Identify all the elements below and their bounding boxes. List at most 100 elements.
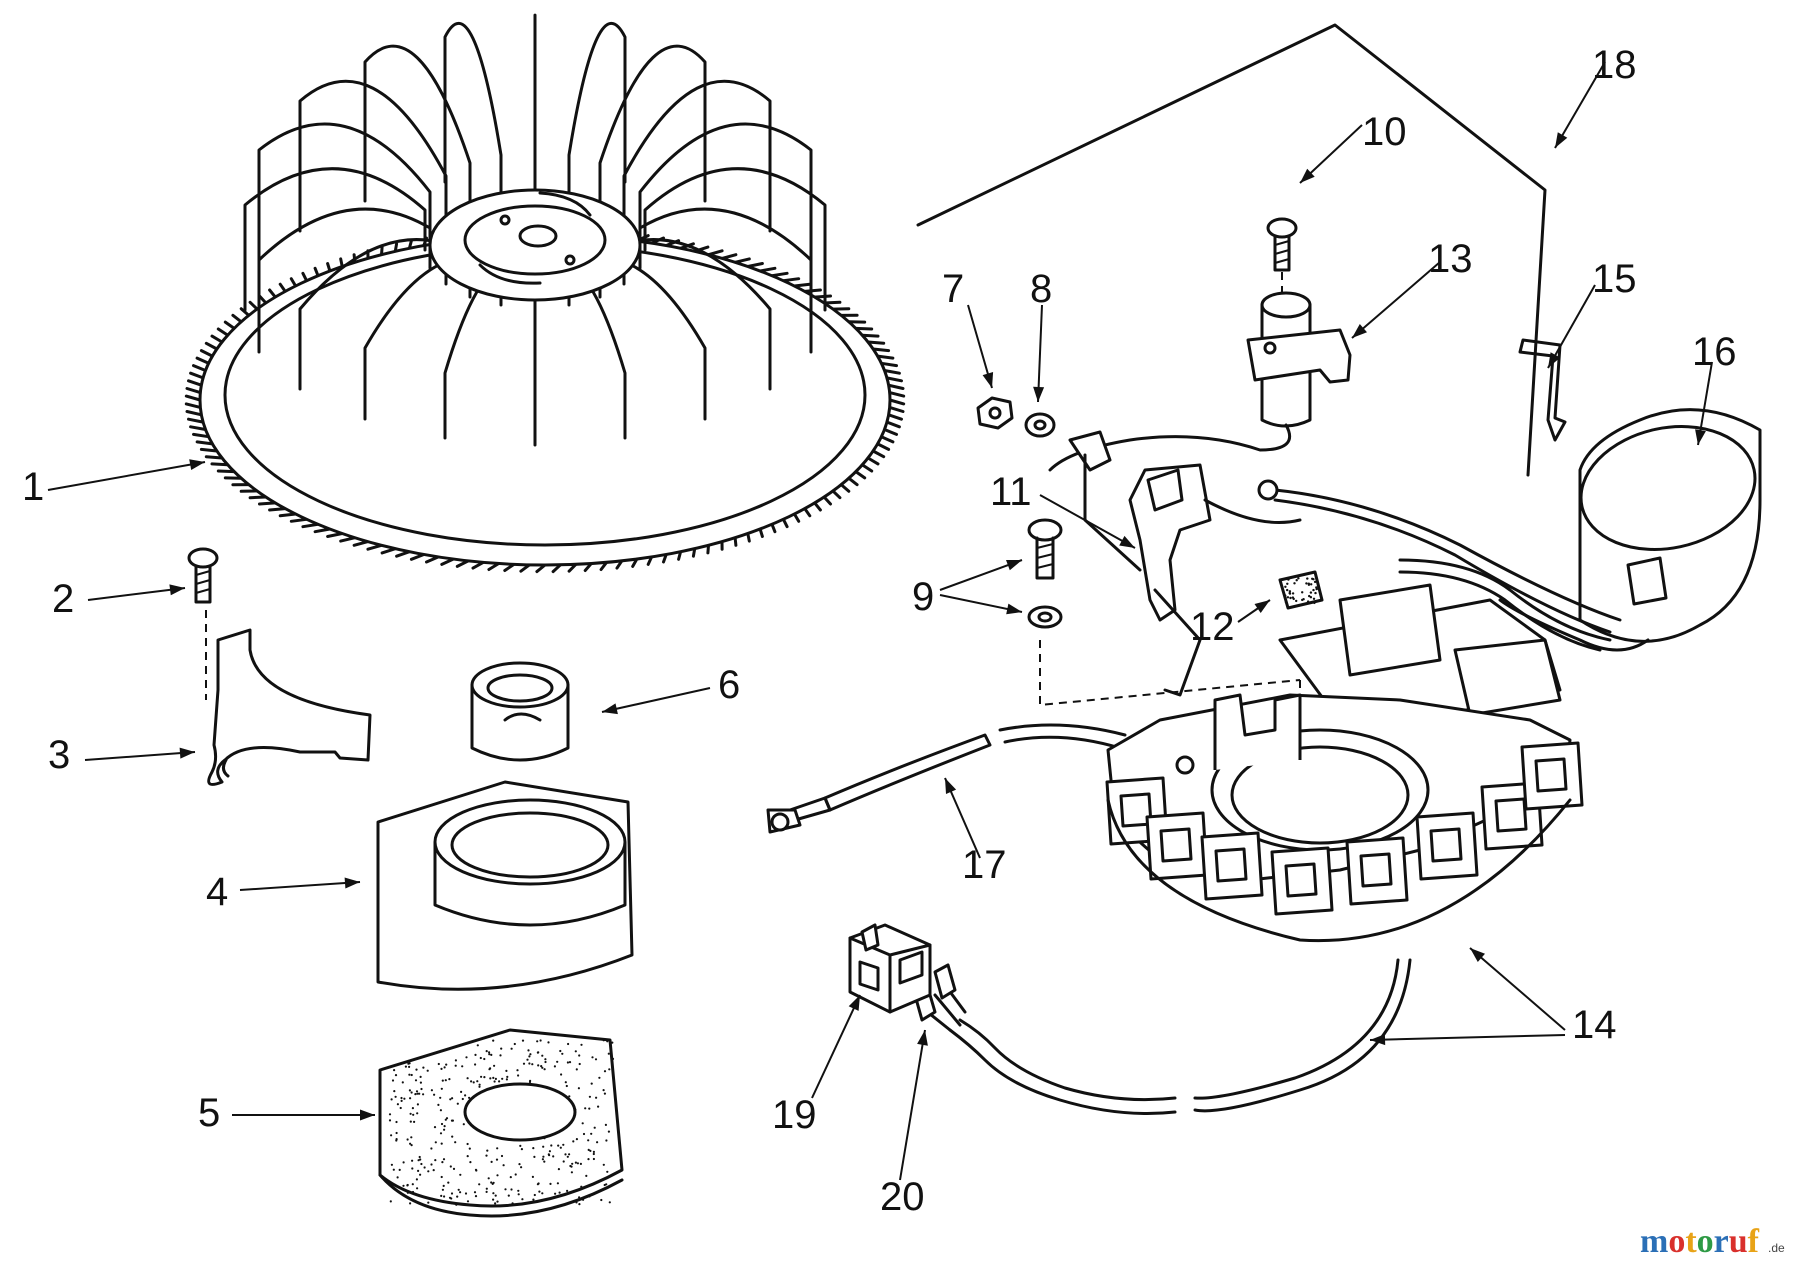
leader-arrowhead [848, 995, 860, 1011]
stipple-dot [550, 1144, 553, 1147]
stipple-dot [603, 1070, 607, 1073]
label-16: 16 [1692, 330, 1737, 374]
stipple-dot [590, 1082, 593, 1085]
stipple-dot [409, 1120, 412, 1123]
stipple-dot [464, 1094, 467, 1097]
screw-part-2 [187, 547, 219, 604]
stipple-dot [585, 1174, 588, 1177]
stipple-dot [419, 1158, 422, 1161]
stipple-dot [611, 1057, 615, 1060]
stipple-dot [439, 1096, 442, 1099]
stipple-dot [462, 1123, 465, 1126]
stipple-dot [582, 1198, 585, 1201]
stipple-dot [564, 1153, 567, 1156]
stipple-dot [488, 1068, 491, 1071]
stipple-dot [528, 1080, 532, 1084]
stipple-dot [565, 1084, 568, 1088]
stipple-dot [455, 1203, 458, 1206]
stipple-dot [520, 1166, 523, 1169]
stipple-dot [434, 1141, 437, 1144]
label-19: 19 [772, 1093, 817, 1137]
stipple-dot [465, 1056, 468, 1059]
stipple-dot [407, 1062, 410, 1065]
stipple-dot [432, 1169, 435, 1172]
leader-arrowhead [360, 1109, 375, 1121]
stipple-dot [492, 1076, 495, 1079]
ground-wire-part-17 [766, 723, 1127, 834]
stipple-dot [474, 1053, 477, 1056]
label-17: 17 [962, 843, 1007, 887]
stipple-dot [408, 1065, 411, 1068]
stipple-dot [431, 1197, 434, 1201]
stipple-dot [450, 1202, 453, 1205]
label-18: 18 [1592, 43, 1637, 87]
stipple-dot [474, 1168, 478, 1171]
leader-arrowhead [1470, 948, 1485, 962]
stipple-dot [575, 1138, 579, 1141]
screw-part-10 [1266, 217, 1298, 272]
fan-blade [638, 122, 813, 270]
stipple-dot [490, 1160, 493, 1163]
stipple-dot [420, 1162, 423, 1166]
stipple-dot [554, 1192, 557, 1195]
stipple-dot [542, 1145, 545, 1148]
label-4: 4 [206, 870, 228, 914]
stipple-dot [423, 1166, 426, 1169]
stipple-dot [474, 1195, 478, 1198]
stipple-dot [606, 1170, 609, 1173]
stipple-dot [390, 1163, 393, 1166]
stipple-dot [395, 1139, 398, 1142]
stipple-dot [409, 1202, 412, 1205]
stipple-dot [454, 1064, 457, 1067]
fan-blade [257, 122, 432, 270]
stipple-dot [562, 1143, 565, 1146]
part-labels: 1 2 3 4 5 6 7 8 9 10 11 12 13 14 15 16 1… [22, 43, 1737, 1219]
connector-part-19 [848, 923, 932, 1014]
stipple-dot [1297, 577, 1300, 580]
stipple-dot [1313, 580, 1317, 584]
stipple-dot [567, 1042, 570, 1046]
stipple-dot [473, 1191, 477, 1194]
label-10: 10 [1362, 110, 1407, 154]
leader-arrowhead [1555, 132, 1568, 148]
stipple-dot [499, 1054, 502, 1057]
stipple-dot [439, 1109, 442, 1112]
stipple-dot [496, 1174, 499, 1177]
label-8: 8 [1030, 267, 1052, 311]
stipple-dot [592, 1157, 596, 1161]
stipple-dot [393, 1069, 396, 1072]
stipple-dot [478, 1085, 481, 1088]
stipple-dot [409, 1097, 412, 1100]
stipple-dot [543, 1137, 546, 1140]
nut-part-7 [976, 396, 1014, 430]
leader-arrowhead [344, 877, 360, 889]
label-14: 14 [1572, 1003, 1617, 1047]
stipple-dot [496, 1200, 499, 1203]
stipple-dot [514, 1173, 517, 1176]
stipple-dot [1313, 601, 1316, 605]
stipple-dot [532, 1198, 535, 1201]
stipple-dot [398, 1168, 401, 1171]
stipple-dot [485, 1190, 488, 1193]
stipple-dot [444, 1079, 447, 1082]
stipple-dot [578, 1054, 581, 1057]
stipple-dot [450, 1119, 454, 1122]
stipple-dot [581, 1122, 584, 1125]
watermark-suffix: .de [1768, 1241, 1785, 1255]
stipple-dot [542, 1155, 545, 1158]
stipple-dot [1307, 582, 1311, 585]
stipple-dot [388, 1119, 392, 1122]
stipple-dot [443, 1125, 446, 1128]
stipple-dot [440, 1067, 443, 1070]
stipple-dot [510, 1047, 513, 1050]
stipple-dot [426, 1069, 429, 1072]
stipple-dot [396, 1176, 399, 1179]
stipple-dot [522, 1062, 526, 1065]
stipple-dot [401, 1081, 404, 1084]
stipple-dot [416, 1092, 419, 1095]
stipple-dot [605, 1139, 608, 1142]
stipple-dot [490, 1053, 493, 1056]
stipple-dot [1288, 590, 1292, 593]
leader-arrowhead [1006, 560, 1022, 571]
